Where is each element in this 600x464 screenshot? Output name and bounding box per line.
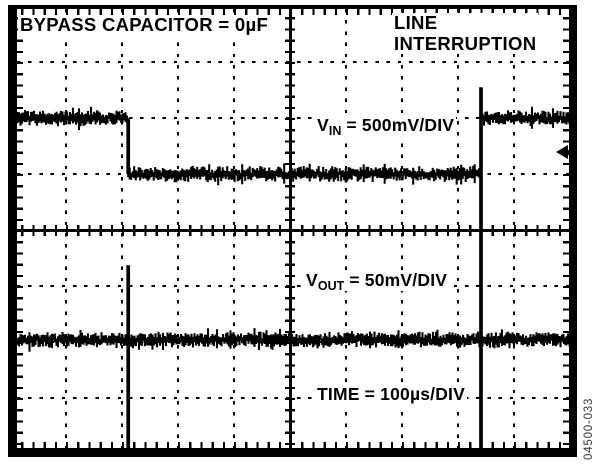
vertical-gridline [400,9,404,448]
vout-scale-label: VOUT = 50mV/DIV [304,270,450,293]
horizontal-gridline [17,60,569,64]
vout-subscript: OUT [317,278,345,293]
vin-subscript: IN [328,123,342,138]
line-interruption-label: LINE INTERRUPTION [392,12,539,55]
vertical-gridline [176,9,180,448]
vertical-gridline [512,9,516,448]
horizontal-gridline [17,396,569,400]
vin-scale-text: = 500mV/DIV [341,115,455,135]
vin-symbol: V [317,115,329,135]
vertical-gridline [120,9,124,448]
transition-edges [126,87,483,454]
time-scale-label: TIME = 100µs/DIV [315,384,467,405]
noisy-trace-bands [8,106,571,352]
vertical-gridline [232,9,236,448]
vin-scale-label: VIN = 500mV/DIV [315,115,457,138]
bypass-capacitor-label: BYPASS CAPACITOR = 0µF [18,14,271,36]
vout-symbol: V [306,270,318,290]
graticule-border-right [569,5,577,457]
vout-scale-text: = 50mV/DIV [344,270,448,290]
vertical-gridline [456,9,460,448]
trigger-arrow-icon [556,144,568,159]
horizontal-center-axis [17,229,569,232]
vertical-center-axis [288,9,292,448]
vertical-gridline [344,9,348,448]
trigger-arrow-tail [566,150,574,155]
line-interruption-line1: LINE [394,12,438,33]
figure-number: 04500-033 [583,397,595,460]
horizontal-gridline [17,284,569,288]
line-interruption-line2: INTERRUPTION [394,32,537,54]
horizontal-gridline [17,116,569,120]
vertical-gridline [64,9,68,448]
